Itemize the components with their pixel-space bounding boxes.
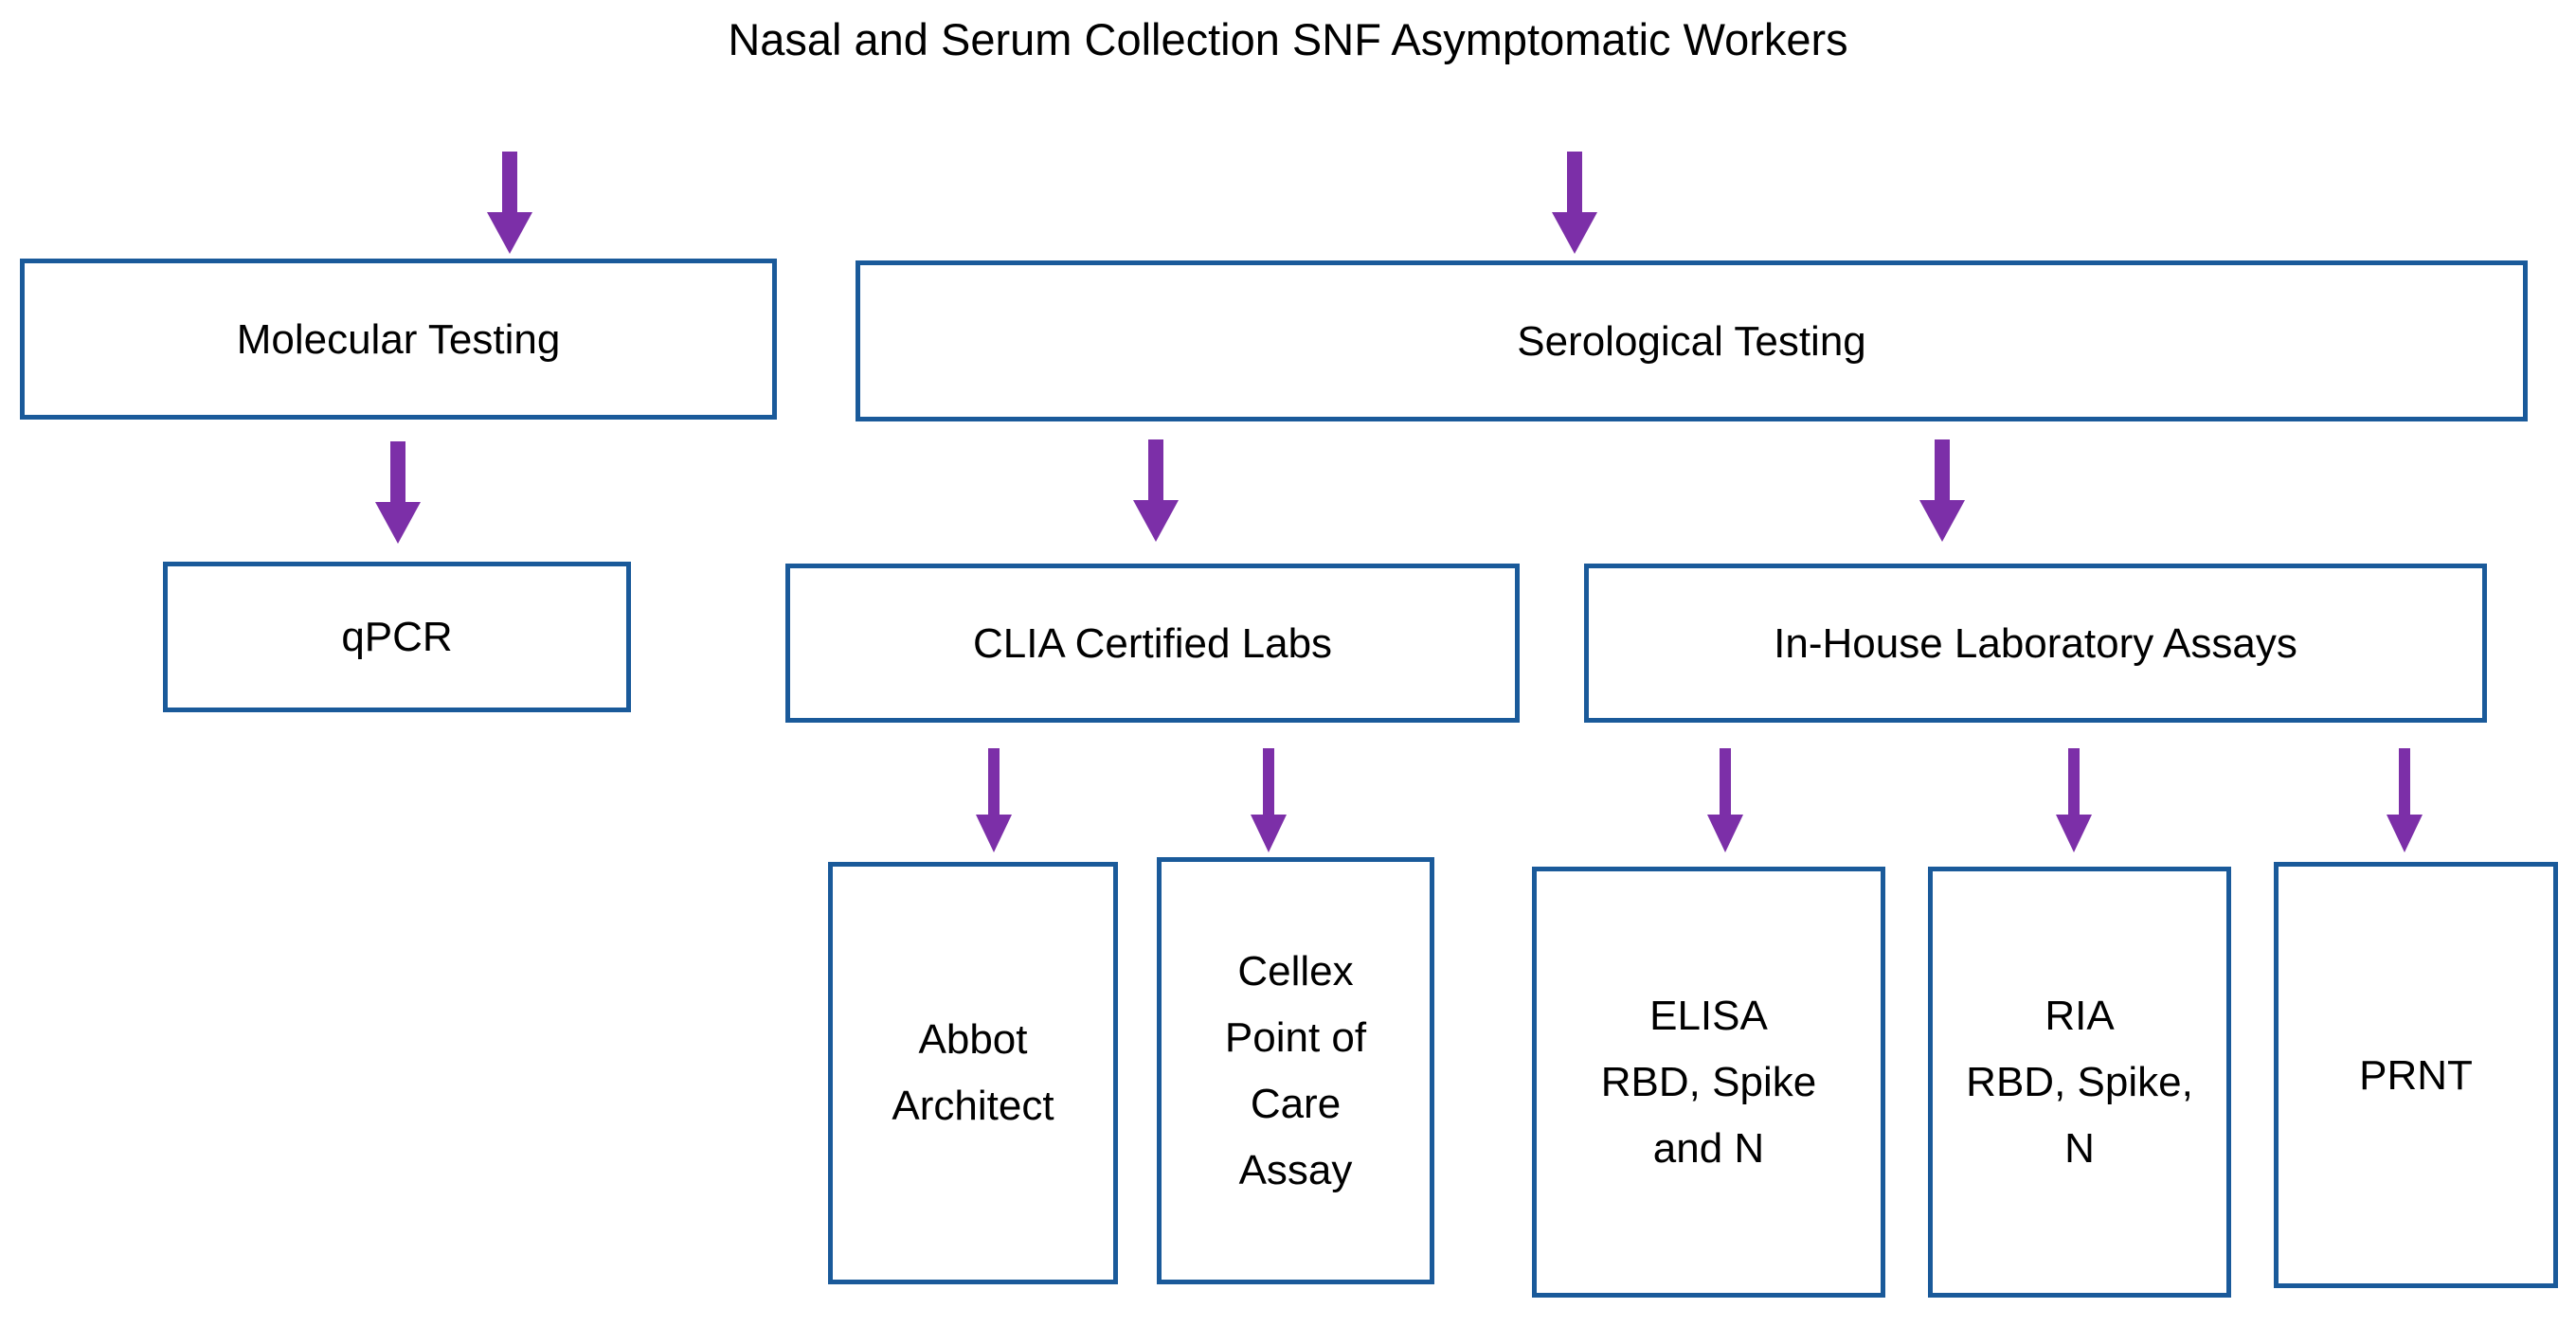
node-molecular-testing: Molecular Testing [20, 259, 777, 420]
arrow-shaft [1263, 748, 1274, 815]
arrow-head [2387, 815, 2423, 852]
down-arrow-icon [1707, 748, 1743, 852]
node-label: qPCR [341, 614, 453, 660]
arrow-head [1251, 815, 1287, 852]
arrow-shaft [1148, 439, 1163, 500]
arrow-head [2056, 815, 2092, 852]
node-serological-testing: Serological Testing [856, 260, 2528, 421]
arrow-head [487, 212, 532, 254]
arrow-head [1919, 500, 1965, 542]
node-clia-certified-labs: CLIA Certified Labs [785, 564, 1520, 723]
down-arrow-icon [2056, 748, 2092, 852]
down-arrow-icon [1133, 439, 1179, 542]
arrow-shaft [390, 441, 405, 502]
down-arrow-icon [1552, 152, 1597, 254]
down-arrow-icon [1251, 748, 1287, 852]
down-arrow-icon [976, 748, 1012, 852]
node-prnt: PRNT [2274, 862, 2558, 1288]
down-arrow-icon [2387, 748, 2423, 852]
arrow-shaft [988, 748, 1000, 815]
down-arrow-icon [1919, 439, 1965, 542]
node-label: PRNT [2359, 1051, 2473, 1099]
page-title: Nasal and Serum Collection SNF Asymptoma… [728, 14, 1848, 64]
node-label: CLIA Certified Labs [972, 619, 1333, 667]
node-label: Molecular Testing [236, 315, 561, 363]
arrow-head [375, 502, 421, 544]
arrow-shaft [502, 152, 517, 212]
arrow-head [976, 815, 1012, 852]
arrow-head [1133, 500, 1179, 542]
arrow-head [1552, 212, 1597, 254]
down-arrow-icon [375, 441, 421, 544]
down-arrow-icon [487, 152, 532, 254]
node-label: Serological Testing [1517, 317, 1866, 365]
node-in-house-laboratory-assays: In-House Laboratory Assays [1584, 564, 2487, 723]
arrow-shaft [1935, 439, 1950, 500]
arrow-shaft [2399, 748, 2410, 815]
node-label: In-House Laboratory Assays [1774, 619, 2297, 667]
arrow-shaft [1720, 748, 1731, 815]
node-qpcr: qPCR [163, 562, 631, 712]
arrow-head [1707, 815, 1743, 852]
arrow-shaft [2068, 748, 2080, 815]
arrow-shaft [1567, 152, 1582, 212]
